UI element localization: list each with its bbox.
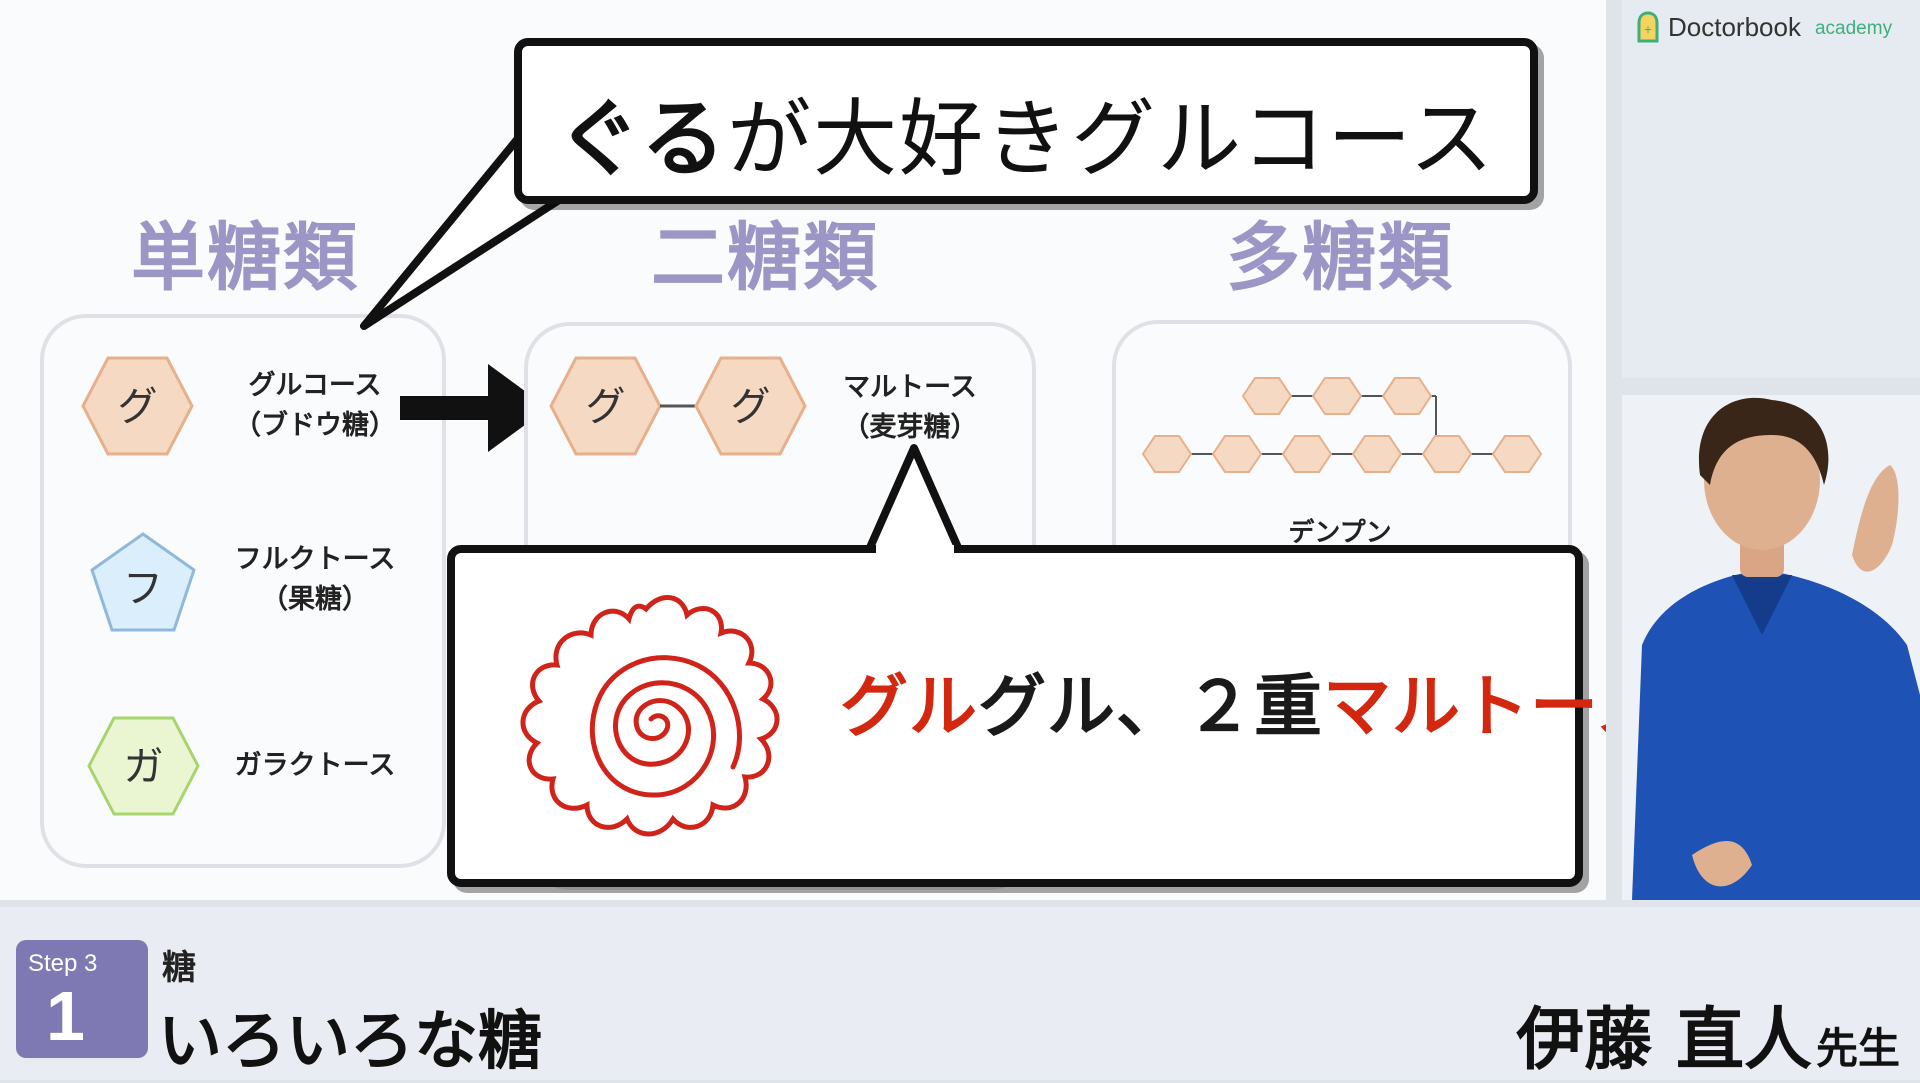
logo-text: Doctorbook — [1668, 12, 1801, 43]
title-speech-bubble: ぐるが大好きグルコース — [514, 38, 1538, 204]
galactose-icon-letter: ガ — [86, 734, 201, 792]
teacher-honorific: 先生 — [1816, 1024, 1900, 1073]
naruto-swirl-icon — [501, 581, 791, 853]
fructose-label: フルクトース — [225, 540, 405, 580]
pun-text: グルグル、２重マルトース — [840, 651, 1606, 750]
step-number: 1 — [46, 976, 85, 1056]
doctorbook-logo: + Doctorbook academy — [1636, 10, 1892, 44]
category-monosaccharide: 単糖類 — [110, 198, 380, 305]
maltose-label: マルトース — [830, 368, 990, 408]
logo-sub-text: academy — [1815, 18, 1892, 40]
sidebar-panel — [1622, 0, 1920, 378]
starch-chain-icon — [1138, 368, 1548, 488]
category-disaccharide: 二糖類 — [630, 198, 900, 305]
step-badge: Step 3 1 — [16, 940, 148, 1058]
starch-label: デンプン — [1240, 512, 1440, 549]
glucose-sub-label: （ブドウ糖） — [225, 406, 405, 446]
maltose-unit1-letter: グ — [548, 374, 663, 432]
galactose-label: ガラクトース — [225, 746, 405, 786]
instructor-video-frame — [1622, 395, 1920, 900]
instructor-video — [1622, 395, 1920, 900]
pun-bubble-tail-join — [876, 545, 954, 555]
glucose-icon-letter: グ — [80, 374, 195, 432]
maltose-unit2-letter: グ — [693, 374, 808, 432]
fructose-icon-letter: フ — [88, 556, 198, 614]
fructose-sub-label: （果糖） — [225, 580, 405, 620]
svg-text:+: + — [1643, 23, 1652, 36]
teacher-name-text: 伊藤 直人 — [1516, 1001, 1812, 1080]
slide-area: 単糖類 二糖類 多糖類 グ グルコース （ブドウ糖） フ フルクトース （果糖）… — [0, 0, 1606, 900]
slide-title: ぐるが大好きグルコース — [522, 72, 1530, 193]
teacher-name: 伊藤 直人先生 — [1516, 984, 1900, 1083]
pun-speech-bubble: グルグル、２重マルトース — [447, 545, 1583, 887]
pun-bubble-tail-outline — [860, 440, 970, 555]
step-label: Step 3 — [28, 950, 97, 978]
glucose-label: グルコース — [225, 366, 405, 406]
category-polysaccharide: 多糖類 — [1205, 198, 1475, 305]
lesson-subtitle: 糖 — [162, 940, 196, 989]
doctorbook-logo-icon: + — [1636, 11, 1660, 43]
lesson-title: いろいろな糖 — [158, 990, 542, 1082]
